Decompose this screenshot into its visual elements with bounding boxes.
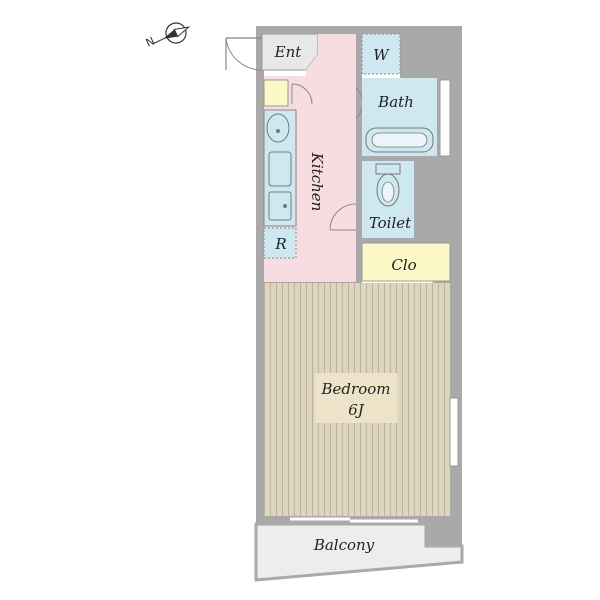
entrance-label: Ent	[274, 43, 303, 61]
bath-area: Bath	[362, 78, 451, 157]
washer-label: W	[373, 46, 390, 64]
entrance-area: Ent	[225, 33, 319, 71]
balcony-area: Balcony	[254, 522, 464, 582]
kitchen-label: Kitchen	[308, 152, 326, 212]
toilet-area: Toilet	[362, 161, 414, 238]
stove-icon	[268, 151, 292, 187]
bedroom-label: Bedroom	[321, 380, 391, 398]
kitchen-area: R Kitchen	[263, 34, 364, 282]
refrigerator-space	[263, 227, 297, 259]
toilet-label: Toilet	[369, 214, 412, 232]
balcony-label: Balcony	[313, 536, 375, 554]
refrigerator-label: R	[274, 235, 286, 253]
compass	[152, 22, 191, 45]
closet-label: Clo	[391, 256, 416, 274]
washer-area: W	[361, 33, 401, 75]
bedroom-area: Bedroom 6J	[264, 283, 459, 523]
compass-north-label: N	[144, 34, 157, 49]
shoe-cabinet	[263, 79, 289, 107]
bedroom-size-label: 6J	[348, 401, 365, 419]
bath-label: Bath	[377, 93, 414, 111]
compass-needle-icon	[163, 29, 178, 39]
bedroom-label-box	[315, 373, 397, 423]
closet-area: Clo	[361, 242, 451, 282]
sink-icon	[266, 113, 290, 143]
